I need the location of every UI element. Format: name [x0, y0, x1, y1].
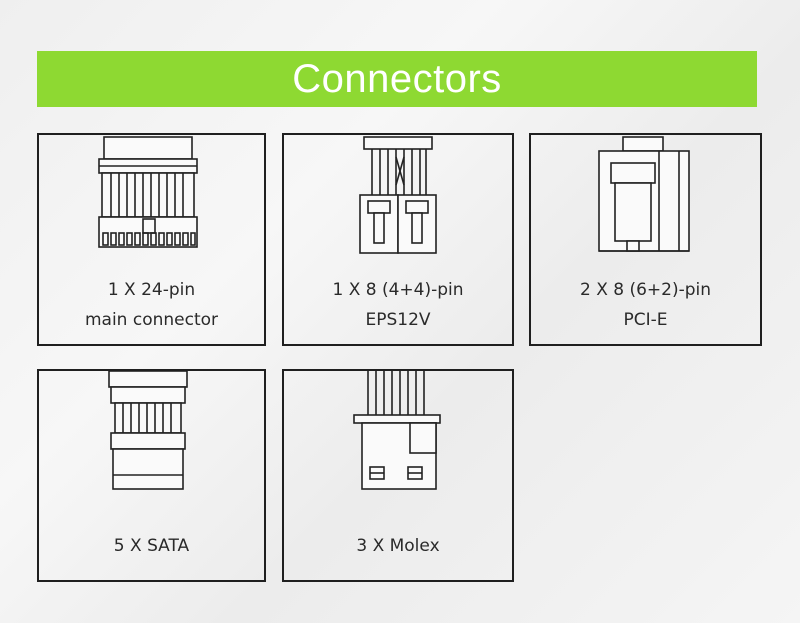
- molex-connector-icon: [353, 371, 441, 490]
- connector-label-pcie: 2 X 8 (6+2)-pin PCI-E: [531, 275, 760, 335]
- connector-label-molex: 3 X Molex: [284, 531, 512, 561]
- connectors-banner: Connectors: [37, 51, 757, 107]
- connector-label-eps: 1 X 8 (4+4)-pin EPS12V: [284, 275, 512, 335]
- connector-count: 3 X Molex: [356, 536, 440, 556]
- connector-card-sata: 5 X SATA: [37, 369, 266, 582]
- connector-card-24pin: 1 X 24-pin main connector: [37, 133, 266, 346]
- connector-card-molex: 3 X Molex: [282, 369, 514, 582]
- connector-type: PCI-E: [623, 310, 668, 330]
- pcie-8pin-connector-icon: [598, 136, 690, 252]
- connector-type: main connector: [84, 310, 219, 330]
- atx-24pin-connector-icon: [98, 136, 198, 248]
- connector-count: 1 X 8 (4+4)-pin: [332, 280, 464, 300]
- connector-count: 1 X 24-pin: [107, 280, 196, 300]
- connector-type: EPS12V: [365, 310, 431, 330]
- connector-card-pcie: 2 X 8 (6+2)-pin PCI-E: [529, 133, 762, 346]
- connector-count: 2 X 8 (6+2)-pin: [579, 280, 712, 300]
- connector-label-24pin: 1 X 24-pin main connector: [39, 275, 264, 335]
- connector-label-sata: 5 X SATA: [39, 531, 264, 561]
- page-title: Connectors: [292, 56, 502, 101]
- sata-connector-icon: [108, 371, 188, 490]
- eps-8pin-connector-icon: [359, 136, 437, 254]
- connector-count: 5 X SATA: [113, 536, 190, 556]
- connector-card-eps: 1 X 8 (4+4)-pin EPS12V: [282, 133, 514, 346]
